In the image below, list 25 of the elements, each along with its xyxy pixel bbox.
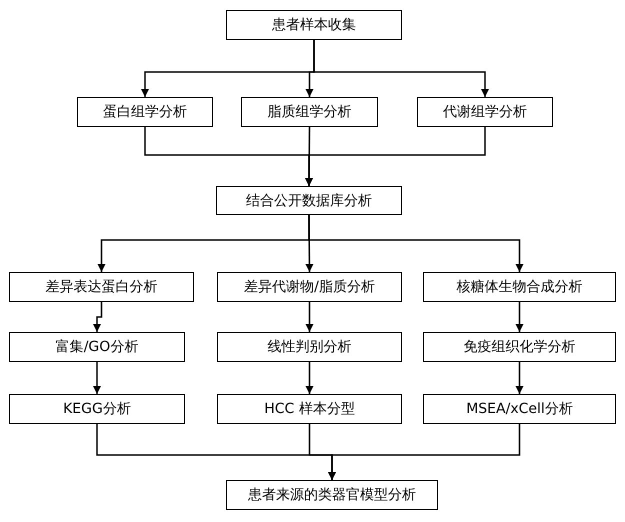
arrow [306, 362, 314, 394]
arrow [305, 127, 486, 186]
process-box: 线性判别分析 [217, 332, 402, 362]
process-box: 差异表达蛋白分析 [9, 272, 194, 302]
arrow [313, 40, 489, 97]
arrow [93, 302, 102, 332]
process-box: HCC 样本分型 [217, 394, 402, 424]
arrow [93, 362, 101, 394]
process-box: 脂质组学分析 [241, 97, 378, 127]
arrow [516, 362, 524, 394]
process-box: KEGG分析 [9, 394, 185, 424]
process-box: 结合公开数据库分析 [216, 186, 402, 215]
arrow [306, 302, 314, 332]
process-box: 代谢组学分析 [417, 97, 553, 127]
process-box: 患者来源的类器官模型分析 [226, 480, 438, 510]
process-box: 蛋白组学分析 [77, 97, 213, 127]
process-box: 富集/GO分析 [9, 332, 185, 362]
process-box: 免疫组织化学分析 [423, 332, 616, 362]
process-box: 差异代谢物/脂质分析 [217, 272, 402, 302]
process-box: 核糖体生物合成分析 [423, 272, 616, 302]
process-box: 患者样本收集 [226, 10, 402, 40]
arrow [308, 215, 524, 272]
arrow [516, 302, 524, 332]
arrow [328, 424, 520, 480]
process-box: MSEA/xCell分析 [423, 394, 616, 424]
